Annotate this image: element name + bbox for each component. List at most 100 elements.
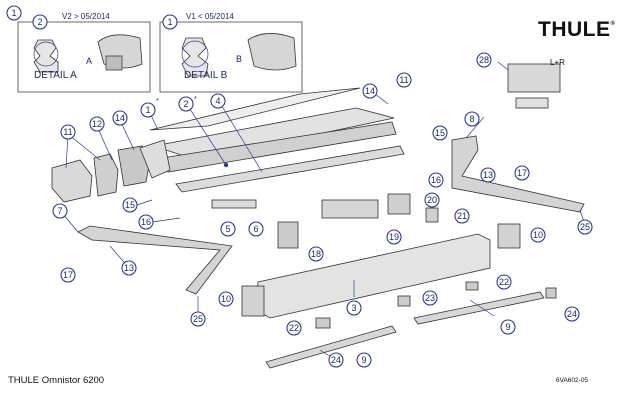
diagram-title: THULE Omnistor 6200 — [8, 375, 105, 386]
inset-b-detail-label: DETAIL B — [184, 70, 228, 81]
callout-17-right: 17 — [514, 165, 530, 181]
callout-28: 28 — [476, 52, 492, 68]
svg-text:11: 11 — [399, 75, 408, 85]
svg-text:18: 18 — [311, 249, 321, 259]
callout-24-left: 24 — [328, 352, 344, 368]
part-28-label: L+R — [550, 58, 565, 67]
part-19-rail — [321, 199, 379, 219]
callout-18: 18 — [308, 246, 324, 262]
callout-24-right: 24 — [564, 306, 580, 322]
svg-text:8: 8 — [469, 114, 474, 124]
inset-a-detail-label: DETAIL A — [34, 70, 77, 81]
svg-text:28: 28 — [479, 55, 489, 65]
inset-b-letter: B — [236, 54, 243, 64]
left-endcap-group — [51, 139, 171, 203]
part-10-cap-left — [241, 285, 265, 317]
part-10-cap-right — [497, 223, 521, 249]
part-22b-block — [465, 281, 479, 291]
callout-21: 21 — [454, 208, 470, 224]
part-22-block — [315, 317, 331, 329]
svg-text:23: 23 — [425, 293, 435, 303]
svg-text:7: 7 — [57, 206, 62, 216]
svg-text:14: 14 — [365, 86, 375, 96]
callout-4: 4 — [210, 93, 226, 109]
callout-16-right: 16 — [428, 172, 444, 188]
callout-19: 19 — [386, 229, 402, 245]
callout-6: 6 — [248, 221, 264, 237]
svg-text:9: 9 — [361, 355, 366, 365]
callout-9-left: 9 — [356, 352, 372, 368]
callout-11-right: 11 — [396, 72, 412, 88]
svg-text:24: 24 — [331, 355, 341, 365]
svg-text:11: 11 — [63, 127, 72, 137]
leader-lines — [61, 61, 586, 361]
svg-text:2: 2 — [37, 17, 42, 27]
svg-text:1: 1 — [145, 105, 150, 115]
callout-8: 8 — [464, 111, 480, 127]
diagram-code: 6VA602-05 — [556, 377, 589, 384]
svg-text:16: 16 — [141, 217, 151, 227]
callout-3: 3 — [346, 300, 362, 316]
svg-text:21: 21 — [457, 211, 467, 221]
callout-25-right: 25 — [577, 219, 593, 235]
right-arm — [451, 135, 585, 213]
svg-text:15: 15 — [435, 128, 445, 138]
svg-text:10: 10 — [221, 294, 231, 304]
inset-a-badge-2: 2 — [32, 14, 48, 30]
part-5-block — [211, 199, 257, 209]
inset-a-frame — [17, 21, 151, 93]
inset-a-letter: A — [86, 56, 93, 66]
callout-17-left: 17 — [60, 267, 76, 283]
svg-text:14: 14 — [115, 113, 125, 123]
svg-text:22: 22 — [499, 277, 509, 287]
svg-text:19: 19 — [389, 232, 399, 242]
callout-14-left: 14 — [112, 110, 128, 126]
part-18-bracket — [277, 221, 299, 249]
svg-text:2: 2 — [183, 99, 188, 109]
svg-text:25: 25 — [580, 222, 590, 232]
thule-logo: THULE® — [538, 18, 616, 41]
svg-text:17: 17 — [517, 168, 527, 178]
callout-22-right: 22 — [496, 274, 512, 290]
inset-a-version: V2 > 05/2014 — [62, 12, 110, 21]
callout-10-left: 10 — [218, 291, 234, 307]
callout-15-left: 15 — [122, 197, 138, 213]
callout-13-left: 13 — [121, 260, 137, 276]
svg-text:12: 12 — [92, 119, 102, 129]
part-20-clip — [387, 193, 411, 215]
callout-15-right: 15 — [432, 125, 448, 141]
svg-text:22: 22 — [289, 323, 299, 333]
svg-text:17: 17 — [63, 270, 73, 280]
lower-rail-left — [265, 325, 397, 369]
callout-9-right: 9 — [500, 319, 516, 335]
part-2-star: * — [194, 96, 197, 103]
inset-b-endcap-drawing — [247, 33, 297, 71]
callout-16-left: 16 — [138, 214, 154, 230]
svg-text:16: 16 — [431, 175, 441, 185]
part-28-strip — [515, 97, 549, 109]
inset-a-endcap-drawing — [97, 34, 143, 71]
lower-rail-right — [413, 291, 545, 325]
inset-b-frame — [159, 21, 303, 93]
callout-12: 12 — [89, 116, 105, 132]
svg-text:5: 5 — [225, 224, 230, 234]
callout-14-right: 14 — [362, 83, 378, 99]
callout-11-left: 11 — [60, 124, 76, 140]
inset-b-version: V1 < 05/2014 — [186, 12, 234, 21]
svg-text:4: 4 — [215, 96, 220, 106]
callout-20: 20 — [424, 192, 440, 208]
svg-text:1: 1 — [11, 8, 16, 18]
svg-text:3: 3 — [351, 303, 356, 313]
inset-a-badge-1: 1 — [6, 5, 22, 21]
svg-text:13: 13 — [483, 170, 493, 180]
part-21-clip — [425, 207, 439, 223]
callout-7: 7 — [52, 203, 68, 219]
callout-1: 1 — [140, 102, 156, 118]
part-1-star: * — [156, 98, 159, 105]
svg-text:1: 1 — [167, 17, 172, 27]
part-23-block — [397, 295, 411, 307]
callout-13-right: 13 — [480, 167, 496, 183]
svg-text:20: 20 — [427, 195, 437, 205]
callout-23: 23 — [422, 290, 438, 306]
